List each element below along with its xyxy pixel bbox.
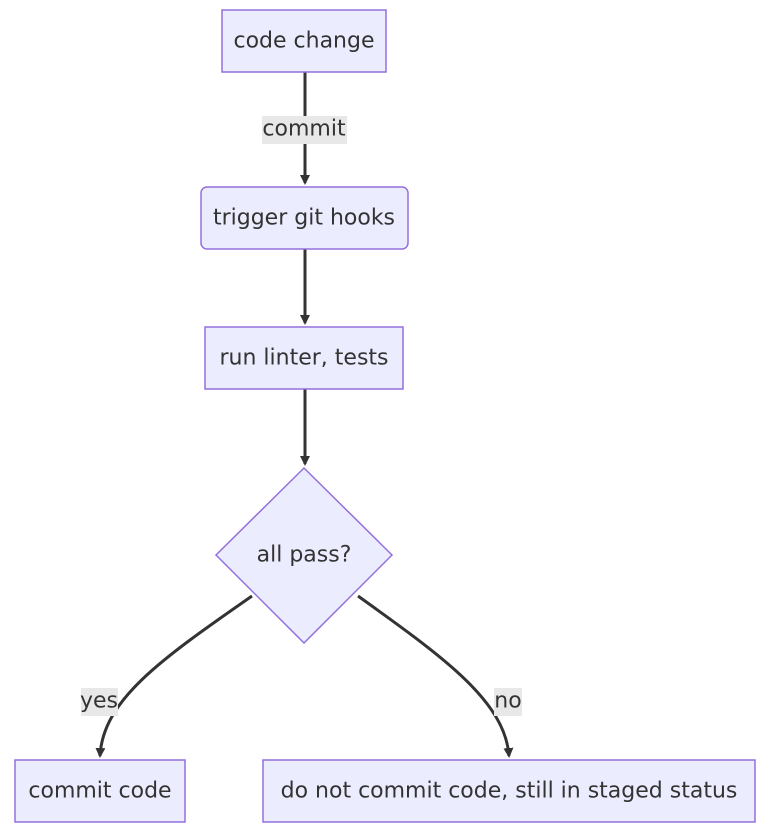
edge-label-commit-text: commit: [262, 117, 346, 142]
node-run-linter-tests-label: run linter, tests: [220, 346, 389, 371]
edge-label-no-text: no: [494, 689, 521, 714]
edge-decision-to-commit-code: [95, 594, 253, 758]
edge-label-commit: commit: [262, 116, 347, 144]
node-code-change-label: code change: [233, 29, 374, 54]
node-decision-all-pass-label: all pass?: [257, 543, 352, 568]
node-run-linter-tests: run linter, tests: [204, 326, 404, 390]
node-trigger-git-hooks: trigger git hooks: [200, 186, 409, 250]
edge-label-yes: yes: [80, 688, 118, 716]
edge-label-no: no: [494, 688, 522, 716]
node-trigger-git-hooks-label: trigger git hooks: [213, 206, 395, 231]
node-do-not-commit: do not commit code, still in staged stat…: [262, 759, 756, 823]
node-do-not-commit-label: do not commit code, still in staged stat…: [281, 779, 738, 804]
node-commit-code: commit code: [14, 759, 186, 823]
edge-decision-to-no-commit: [357, 594, 514, 758]
node-code-change: code change: [221, 9, 387, 73]
edge-label-yes-text: yes: [80, 689, 118, 714]
node-commit-code-label: commit code: [28, 779, 171, 804]
node-decision-all-pass: all pass?: [214, 466, 394, 645]
